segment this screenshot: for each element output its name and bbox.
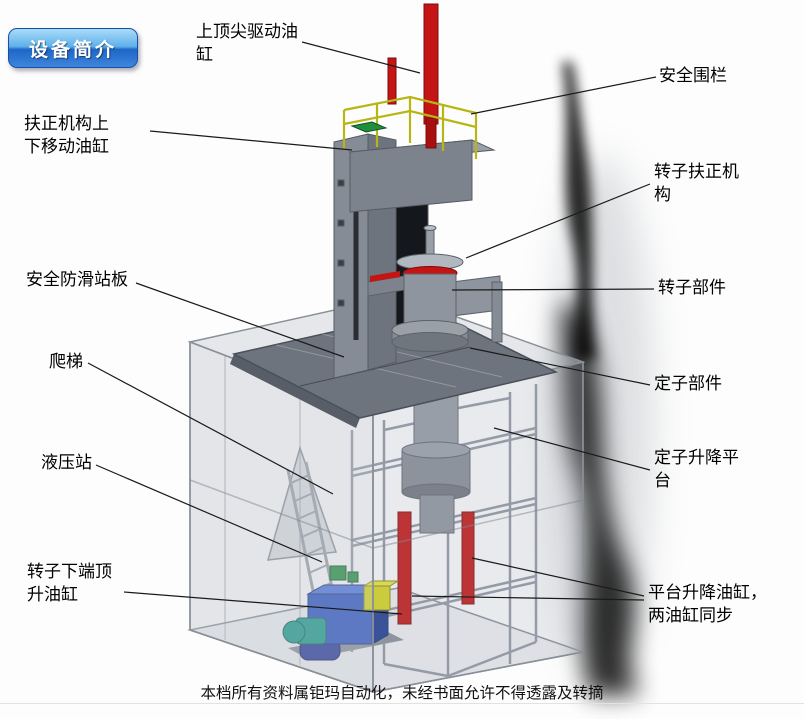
label-centering-lift-cylinder: 扶正机构上 下移动油缸 (24, 114, 109, 156)
label-anti-slip-platform: 安全防滑站板 (26, 270, 128, 289)
footer-note: 本档所有资料属钜玛自动化，未经书面允许不得透露及转摘 (200, 685, 604, 702)
label-stator-lift-platform: 定子升降平 台 (654, 448, 739, 490)
title-badge-label: 设备简介 (28, 39, 117, 61)
label-rotor-centering-mechanism: 转子扶正机 构 (654, 162, 739, 204)
title-badge: 设备简介 (8, 28, 138, 68)
top-cylinder-graphic (387, 3, 439, 149)
label-ladder: 爬梯 (49, 352, 83, 371)
leader-lines (87, 41, 657, 615)
label-rotor-component: 转子部件 (658, 278, 726, 297)
enclosure-walls (189, 340, 584, 694)
shadow-streak (550, 62, 654, 695)
rotor-assembly-graphic (367, 225, 503, 352)
label-platform-lift-cylinders: 平台升降油缸， 两油缸同步 (648, 583, 767, 625)
hydraulic-station-graphic (282, 565, 404, 661)
label-top-spindle-cylinder: 上顶尖驱动油 缸 (196, 22, 298, 64)
fence-step-plate (350, 121, 388, 133)
label-hydraulic-station: 液压站 (41, 453, 92, 472)
page-bottom-edge (0, 703, 804, 704)
label-stator-component: 定子部件 (654, 374, 722, 393)
label-safety-fence: 安全围栏 (659, 66, 727, 85)
c-frame-column (333, 133, 496, 379)
label-rotor-bottom-jack-cylinder: 转子下端顶 升油缸 (27, 562, 112, 604)
